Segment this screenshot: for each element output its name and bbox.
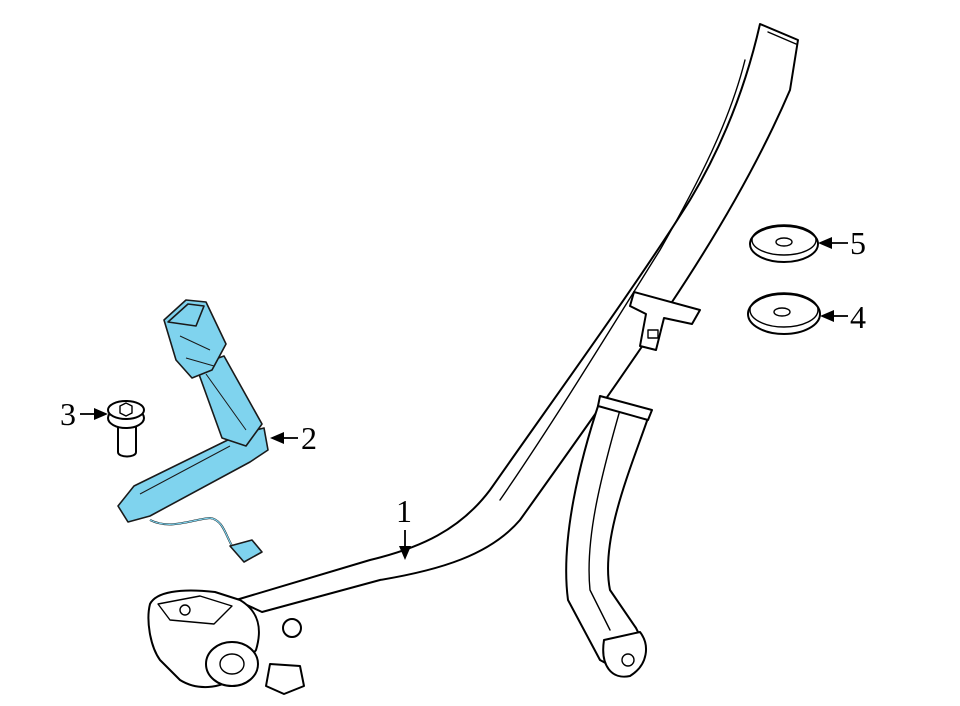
callout-4-arrowhead: [820, 310, 834, 322]
part-5-grommet: [749, 224, 819, 263]
belt-guide-slot: [647, 329, 659, 339]
grommet-4-center: [773, 307, 791, 317]
callout-2: 2: [270, 420, 317, 456]
lower-anchor-hole: [621, 653, 635, 667]
callout-1-label: 1: [396, 493, 412, 529]
retractor-mount-hole: [179, 604, 191, 616]
belt-lower-fold: [588, 409, 621, 631]
callout-4: 4: [820, 299, 866, 335]
buckle-head-shade: [139, 335, 247, 495]
retractor-top-face: [157, 595, 233, 625]
callout-5-label: 5: [850, 225, 866, 261]
buckle-release-button: [167, 303, 205, 327]
belt-top-fold-line: [767, 31, 797, 45]
callout-3-arrowhead: [94, 408, 108, 420]
part-4-grommet: [747, 292, 821, 335]
callout-4-label: 4: [850, 299, 866, 335]
retractor-pretensioner: [282, 618, 302, 638]
bolt-shank: [117, 423, 137, 458]
belt-webbing-lower: [565, 399, 649, 673]
callout-1-arrowhead: [399, 546, 411, 560]
retractor-connector: [265, 663, 305, 695]
belt-stop-button: [597, 395, 653, 421]
buckle-harness-wire-inner: [149, 517, 237, 553]
grommet-5-body: [749, 225, 819, 263]
buckle-stalk-lower: [117, 427, 269, 523]
callout-1: 1: [396, 493, 412, 560]
grommet-4-rim: [749, 292, 819, 328]
buckle-connector: [229, 539, 263, 563]
grommet-5-rim: [751, 224, 817, 256]
callout-2-label: 2: [301, 420, 317, 456]
callout-2-arrowhead: [270, 432, 284, 444]
retractor-spool-hub: [219, 653, 245, 675]
retractor-spool: [205, 641, 259, 687]
callout-5: 5: [818, 225, 866, 261]
belt-webbing-upper: [235, 23, 799, 613]
grommet-5-center: [775, 237, 793, 247]
bolt-hex-socket: [119, 402, 133, 417]
callout-3: 3: [60, 396, 108, 432]
callout-5-arrowhead: [818, 237, 832, 249]
buckle-harness-wire: [149, 516, 237, 553]
part-1-seat-belt-assembly: [147, 23, 799, 695]
callout-3-label: 3: [60, 396, 76, 432]
belt-webbing-fold: [499, 59, 746, 501]
part-2-seat-belt-buckle: [117, 299, 269, 563]
bolt-head-top: [107, 400, 145, 420]
part-3-bolt: [107, 400, 145, 458]
grommet-4-body: [747, 293, 821, 335]
